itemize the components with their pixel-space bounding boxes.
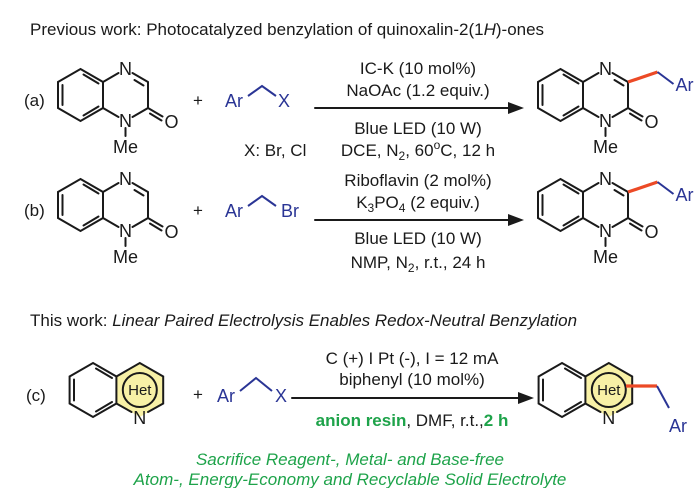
condition-mediator: biphenyl (10 mol%) [339,370,485,389]
condition-catalyst: IC-K (10 mol%) [360,59,476,78]
condition-base: K3PO4 (2 equiv.) [356,193,480,215]
svg-text:Br: Br [281,201,299,221]
highlight-line-1: Sacrifice Reagent-, Metal- and Base-free [196,450,504,469]
reaction-b: (b) N N O Me + Ar Br Riboflavin (2 mol%)… [24,169,694,275]
reaction-b-label: (b) [24,201,45,220]
svg-text:N: N [599,169,612,189]
benzyl-bromide-reagent: Ar Br [225,194,299,221]
svg-text:Ar: Ar [676,185,694,205]
svg-text:Me: Me [593,247,618,267]
reaction-arrow [291,392,534,404]
quinoxalinone-reactant: N N O Me [57,59,179,157]
plus-sign: + [193,201,203,220]
svg-text:O: O [644,222,658,242]
condition-electrolyte: anion resin, DMF, r.t.,2 h [316,411,509,430]
condition-electrodes: C (+) I Pt (-), I = 12 mA [326,349,500,368]
condition-catalyst: Riboflavin (2 mol%) [344,171,491,190]
halide-note: X: Br, Cl [244,141,306,160]
svg-text:X: X [278,91,290,111]
svg-text:Ar: Ar [225,201,243,221]
svg-text:Het: Het [597,382,621,399]
reaction-c-label: (c) [26,386,46,405]
svg-text:Het: Het [128,382,152,399]
plus-sign: + [193,91,203,110]
svg-text:N: N [119,59,132,79]
svg-text:N: N [133,408,146,428]
svg-text:N: N [599,111,612,131]
svg-text:O: O [164,222,178,242]
highlight-line-2: Atom-, Energy-Economy and Recyclable Sol… [133,470,567,488]
svg-text:Me: Me [113,137,138,157]
svg-text:Me: Me [593,137,618,157]
condition-solvent: DCE, N2, 60oC, 12 h [341,138,495,163]
benzylated-quinoxalinone-product: Ar N N O Me [537,59,694,157]
svg-text:X: X [275,386,287,406]
heteroarene-reactant: Het N [68,362,165,428]
svg-text:Ar: Ar [676,75,694,95]
condition-base: NaOAc (1.2 equiv.) [346,81,489,100]
svg-text:Ar: Ar [217,386,235,406]
benzyl-halide-reagent: Ar X [217,376,287,406]
reaction-a: (a) N N O Me + Ar X X: Br, Cl IC-K (10 m… [24,59,694,163]
svg-text:N: N [599,59,612,79]
svg-text:N: N [599,221,612,241]
this-work-heading: This work: Linear Paired Electrolysis En… [30,311,577,330]
svg-text:Ar: Ar [225,91,243,111]
reaction-a-label: (a) [24,91,45,110]
previous-work-heading: Previous work: Photocatalyzed benzylatio… [30,20,544,39]
svg-text:Ar: Ar [669,416,687,436]
benzylated-heteroarene-product: Het N Ar [537,362,687,436]
condition-solvent: NMP, N2, r.t., 24 h [351,253,486,275]
condition-light: Blue LED (10 W) [354,229,482,248]
svg-text:N: N [119,111,132,131]
svg-text:Me: Me [113,247,138,267]
svg-text:N: N [119,169,132,189]
condition-light: Blue LED (10 W) [354,119,482,138]
reaction-arrow [314,214,524,226]
svg-text:N: N [602,408,615,428]
svg-text:N: N [119,221,132,241]
benzylated-quinoxalinone-product: Ar N N O Me [537,169,694,267]
reaction-c: (c) Het N + Ar X C (+) I Pt (-), I = 12 … [26,349,687,436]
benzyl-halide-reagent: Ar X [225,84,290,111]
svg-text:O: O [164,112,178,132]
plus-sign: + [193,385,203,404]
quinoxalinone-reactant: N N O Me [57,169,179,267]
svg-text:O: O [644,112,658,132]
reaction-arrow [314,102,524,114]
